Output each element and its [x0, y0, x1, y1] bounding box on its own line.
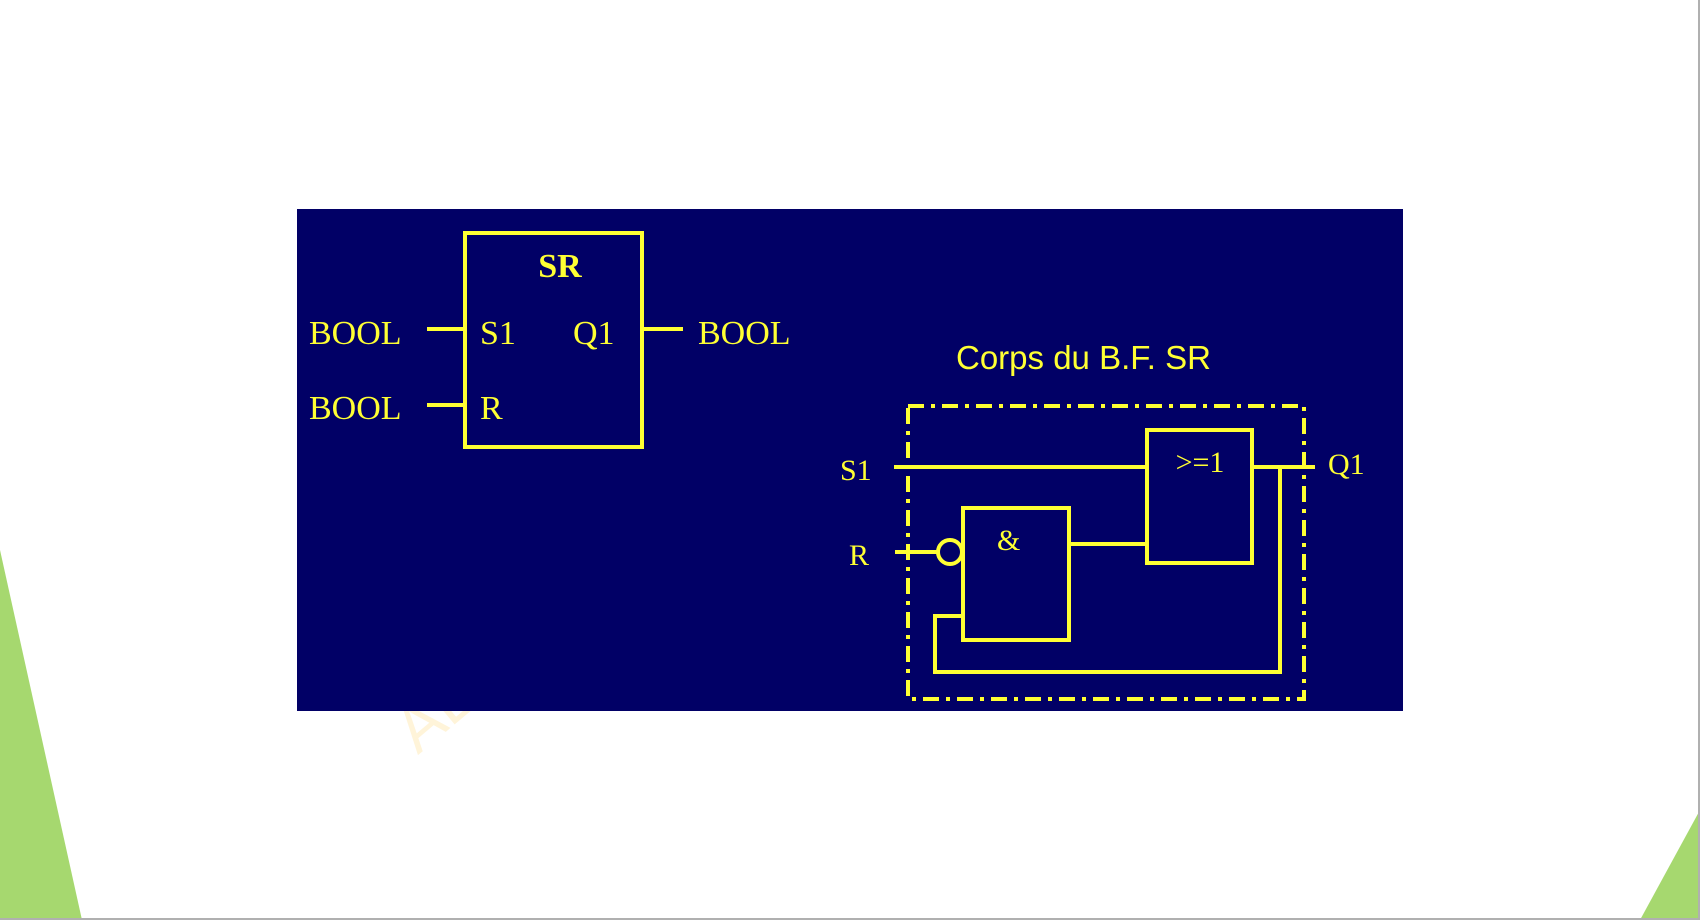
and-gate-label: & [997, 524, 1020, 557]
sr-block-title: SR [538, 248, 582, 285]
sr-input-reset-type: BOOL [309, 390, 402, 427]
sr-input-set-label: S1 [480, 315, 516, 352]
or-gate-label: >=1 [1176, 446, 1225, 479]
negation-circle [936, 538, 964, 566]
feedback-wire [933, 467, 1282, 674]
sr-block-box [463, 231, 644, 449]
body-boundary [906, 404, 1306, 701]
body-input-set-label: S1 [840, 454, 872, 487]
and-gate [961, 506, 1071, 642]
sr-input-reset-label: R [480, 390, 503, 427]
body-input-reset-label: R [849, 539, 869, 572]
body-output-label: Q1 [1328, 448, 1365, 481]
left-green-accent [0, 550, 82, 920]
right-green-accent [1640, 810, 1700, 920]
sr-input-set-type: BOOL [309, 315, 402, 352]
or-gate [1145, 428, 1254, 565]
sr-output-type: BOOL [698, 315, 791, 352]
body-title: Corps du B.F. SR [956, 339, 1211, 376]
sr-output-label: Q1 [573, 315, 615, 352]
diagram-panel: SR S1 R Q1 BOOL BOOL BOOL Corps du B.F. … [297, 209, 1403, 711]
sr-diagram-svg: SR S1 R Q1 BOOL BOOL BOOL Corps du B.F. … [309, 231, 1365, 701]
